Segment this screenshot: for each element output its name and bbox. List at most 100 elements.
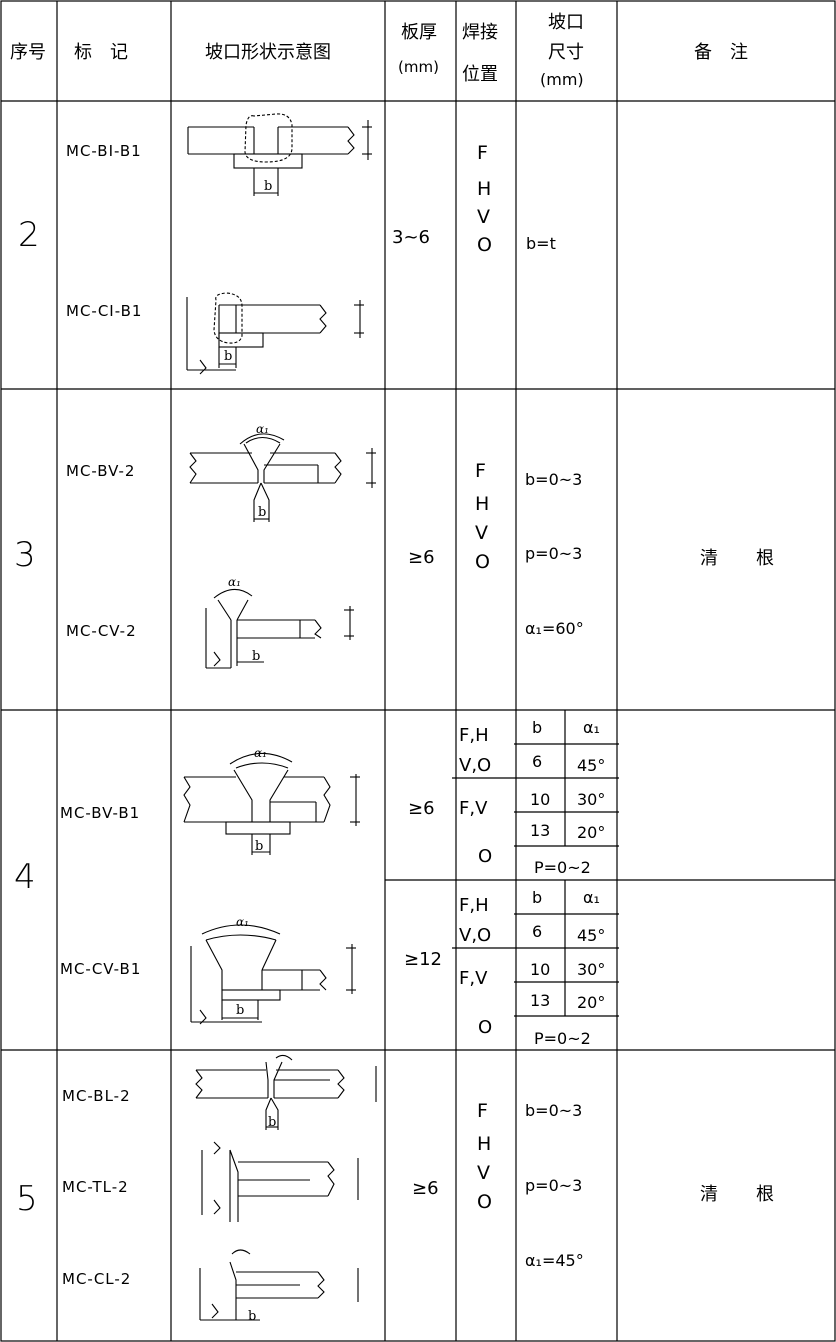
dim-label-alpha: α₁	[254, 746, 267, 760]
row-4a-pos-b: V,O	[459, 755, 492, 776]
diagram-bv-b1	[183, 752, 360, 855]
row-5-seq: 5	[16, 1179, 38, 1219]
diagram-drawings	[183, 113, 377, 1321]
dim-label-b: b	[264, 179, 273, 194]
dim-label-alpha: α₁	[228, 575, 241, 589]
row-2-size: b=t	[526, 234, 556, 253]
diagram-cv-b1	[190, 924, 356, 1025]
row-4b-b-3: 13	[530, 991, 551, 1010]
header-size-2: 尺寸	[548, 42, 584, 63]
row-2-pos-f: F	[477, 142, 488, 164]
row-4-mark-1: MC-BV-B1	[60, 804, 141, 822]
row-4a-pos-a: F,H	[459, 725, 489, 746]
dim-label-alpha: α₁	[256, 422, 269, 436]
row-4b-col-b: b	[532, 888, 543, 907]
dim-label-alpha: α₁	[236, 915, 249, 929]
header-mark: 标 记	[74, 42, 128, 63]
row-4a-col-b: b	[532, 718, 543, 737]
row-4-mark-2: MC-CV-B1	[60, 960, 142, 978]
row-3-pos-v: V	[475, 522, 488, 544]
header-diagram: 坡口形状示意图	[205, 42, 331, 63]
diagram-bv-2	[189, 433, 376, 522]
row-4a-col-alpha: α₁	[583, 718, 600, 737]
header-size-unit: (mm)	[540, 70, 584, 89]
row-3-size-alpha: α₁=60°	[525, 619, 584, 638]
row-4b-b-2: 10	[530, 960, 551, 979]
row-5-size-p: p=0~3	[525, 1176, 583, 1195]
row-2-pos-h: H	[477, 178, 492, 200]
row-3-size-b: b=0~3	[525, 470, 583, 489]
row-3-pos-h: H	[475, 493, 490, 515]
row-4b-a-1: 45°	[577, 926, 606, 945]
row-4b-pos-c: F,V	[459, 968, 488, 989]
diagram-bi-b1	[187, 113, 372, 196]
row-5-thickness: ≥6	[412, 1178, 439, 1199]
row-2-pos-v: V	[477, 206, 490, 228]
diagram-bl-2	[195, 1054, 377, 1130]
row-4a-a-3: 20°	[577, 823, 606, 842]
row-3-pos-o: O	[475, 551, 490, 573]
row-5-pos-o: O	[477, 1191, 492, 1213]
row-5-mark-3: MC-CL-2	[62, 1270, 132, 1288]
row-4a-thickness: ≥6	[408, 798, 435, 819]
diagram-cl-2	[199, 1249, 359, 1321]
header-position-2: 位置	[462, 64, 498, 85]
row-5-mark-1: MC-BL-2	[62, 1087, 131, 1105]
row-4a-b-1: 6	[532, 752, 543, 771]
row-4b-pos-a: F,H	[459, 895, 489, 916]
dim-label-b: b	[255, 839, 264, 854]
row-5-pos-v: V	[477, 1162, 490, 1184]
row-3-size-p: p=0~3	[525, 544, 583, 563]
row-4b-b-1: 6	[532, 922, 543, 941]
row-2-pos-o: O	[477, 234, 492, 256]
header-thickness: 板厚	[401, 22, 437, 43]
row-3-mark-2: MC-CV-2	[66, 622, 137, 640]
header-size: 坡口	[548, 12, 584, 33]
row-4a-p: P=0~2	[534, 858, 591, 877]
row-5-pos-h: H	[477, 1133, 492, 1155]
row-4b-col-alpha: α₁	[583, 888, 600, 907]
row-5-size-alpha: α₁=45°	[525, 1251, 584, 1270]
dim-label-b: b	[268, 1115, 277, 1130]
dim-label-b: b	[224, 349, 233, 364]
row-4b-a-3: 20°	[577, 993, 606, 1012]
row-5-mark-2: MC-TL-2	[62, 1178, 129, 1196]
header-note: 备 注	[694, 42, 748, 63]
row-2-mark-2: MC-CI-B1	[66, 302, 143, 320]
row-4-seq: 4	[14, 857, 36, 897]
header-position: 焊接	[462, 22, 498, 43]
row-4b-thickness: ≥12	[404, 949, 442, 970]
diagram-cv-2	[205, 588, 354, 669]
row-4a-b-2: 10	[530, 790, 551, 809]
row-5-note: 清 根	[700, 1184, 784, 1205]
row-3-note: 清 根	[700, 548, 784, 569]
dim-label-b: b	[248, 1309, 257, 1324]
row-5-pos-f: F	[477, 1100, 488, 1122]
row-5-size-b: b=0~3	[525, 1101, 583, 1120]
dim-label-b: b	[236, 1003, 245, 1018]
diagram-ci-b1	[186, 292, 364, 375]
row-4a-a-1: 45°	[577, 756, 606, 775]
row-2-seq: 2	[18, 215, 40, 255]
row-2-thickness: 3~6	[392, 227, 430, 248]
dim-label-b: b	[252, 649, 261, 664]
row-3-seq: 3	[14, 535, 36, 575]
row-3-pos-f: F	[475, 460, 486, 482]
row-4a-pos-c: F,V	[459, 798, 488, 819]
dim-label-b: b	[258, 505, 267, 520]
row-4b-pos-d: O	[478, 1017, 493, 1038]
row-3-thickness: ≥6	[408, 547, 435, 568]
row-4a-a-2: 30°	[577, 790, 606, 809]
row-4a-pos-d: O	[478, 846, 493, 867]
row-2-mark-1: MC-BI-B1	[66, 142, 142, 160]
row-4b-p: P=0~2	[534, 1029, 591, 1048]
header-thickness-unit: (mm)	[398, 58, 439, 76]
row-4b-pos-b: V,O	[459, 925, 492, 946]
header-seq: 序号	[10, 42, 46, 63]
row-4b-a-2: 30°	[577, 960, 606, 979]
diagram-tl-2	[201, 1141, 359, 1222]
row-3-mark-1: MC-BV-2	[66, 462, 136, 480]
row-4a-b-3: 13	[530, 821, 551, 840]
